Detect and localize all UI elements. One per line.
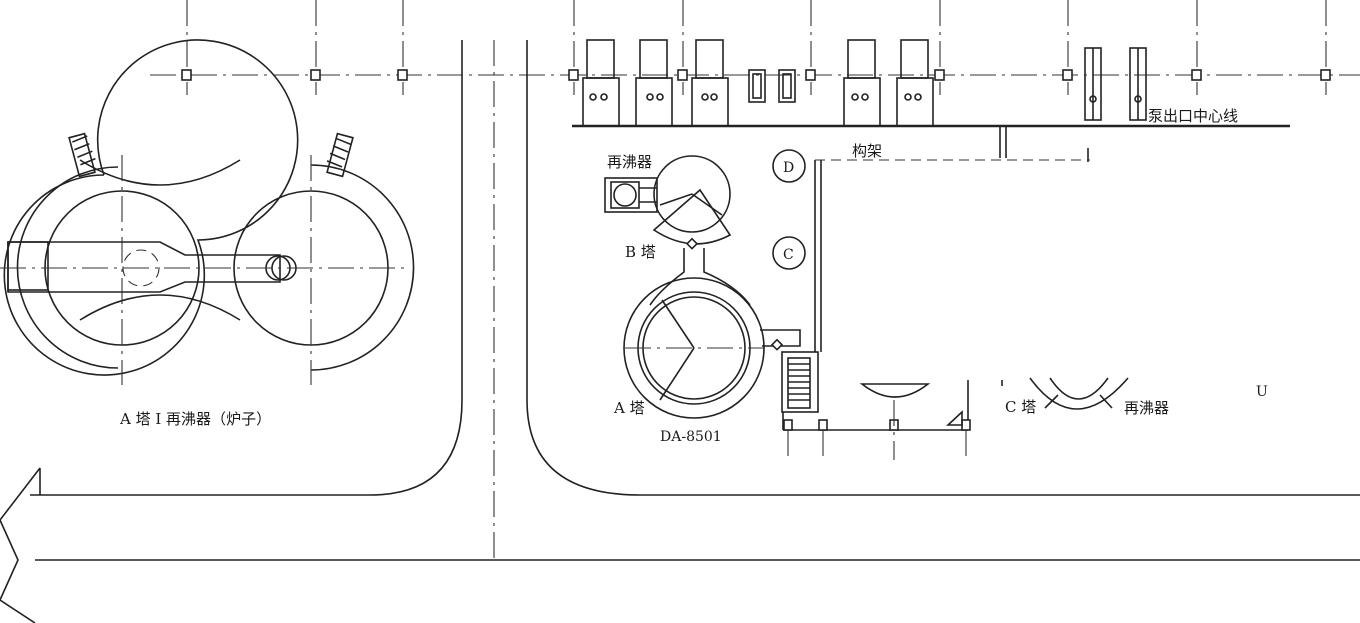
tower-b-label: B 塔 xyxy=(625,243,656,261)
tower-a-label: A 塔 xyxy=(613,399,645,417)
pump-3 xyxy=(691,39,729,127)
frame-column-markers xyxy=(783,419,971,431)
stray-mark: U xyxy=(1256,384,1268,400)
pump-outlet-centerline-label: 泵出口中心线 xyxy=(1148,107,1238,125)
furnace-a-reboiler-label: A 塔 I 再沸器（炉子） xyxy=(119,410,271,428)
road-edge-right-area xyxy=(526,40,1360,496)
tower-b xyxy=(652,155,732,250)
pump-1 xyxy=(582,39,620,127)
reboiler-top-label: 再沸器 xyxy=(607,153,652,171)
stair xyxy=(781,351,819,413)
pump-6 xyxy=(896,39,934,127)
column-balloon-c: C xyxy=(772,236,806,270)
pump-row xyxy=(582,39,1147,127)
tower-a xyxy=(623,277,801,419)
reboiler-c-label: 再沸器 xyxy=(1124,399,1169,417)
structure-frame-label: 构架 xyxy=(852,142,882,160)
pump-7 xyxy=(1084,47,1102,121)
drum-half xyxy=(859,383,931,398)
svg-text:D: D xyxy=(783,160,794,176)
tower-tag-label: DA-8501 xyxy=(660,429,722,445)
column-markers xyxy=(181,69,1331,81)
svg-text:C: C xyxy=(783,247,794,263)
tower-c-label: C 塔 xyxy=(1005,398,1036,416)
column-balloon-d: D xyxy=(772,149,806,183)
road-edge-left-area xyxy=(30,40,463,496)
tower-c xyxy=(1029,377,1129,410)
reboiler-exchanger-b xyxy=(604,177,658,213)
platform-b-a xyxy=(649,248,751,306)
pump-2 xyxy=(635,39,673,127)
pump-5 xyxy=(843,39,881,127)
pump-4-small xyxy=(748,69,796,103)
pump-8 xyxy=(1129,47,1147,121)
north-mark xyxy=(945,410,963,426)
furnace-a-reboiler xyxy=(0,39,415,385)
break-line xyxy=(0,467,41,623)
grid-lines-vertical xyxy=(186,0,1327,95)
